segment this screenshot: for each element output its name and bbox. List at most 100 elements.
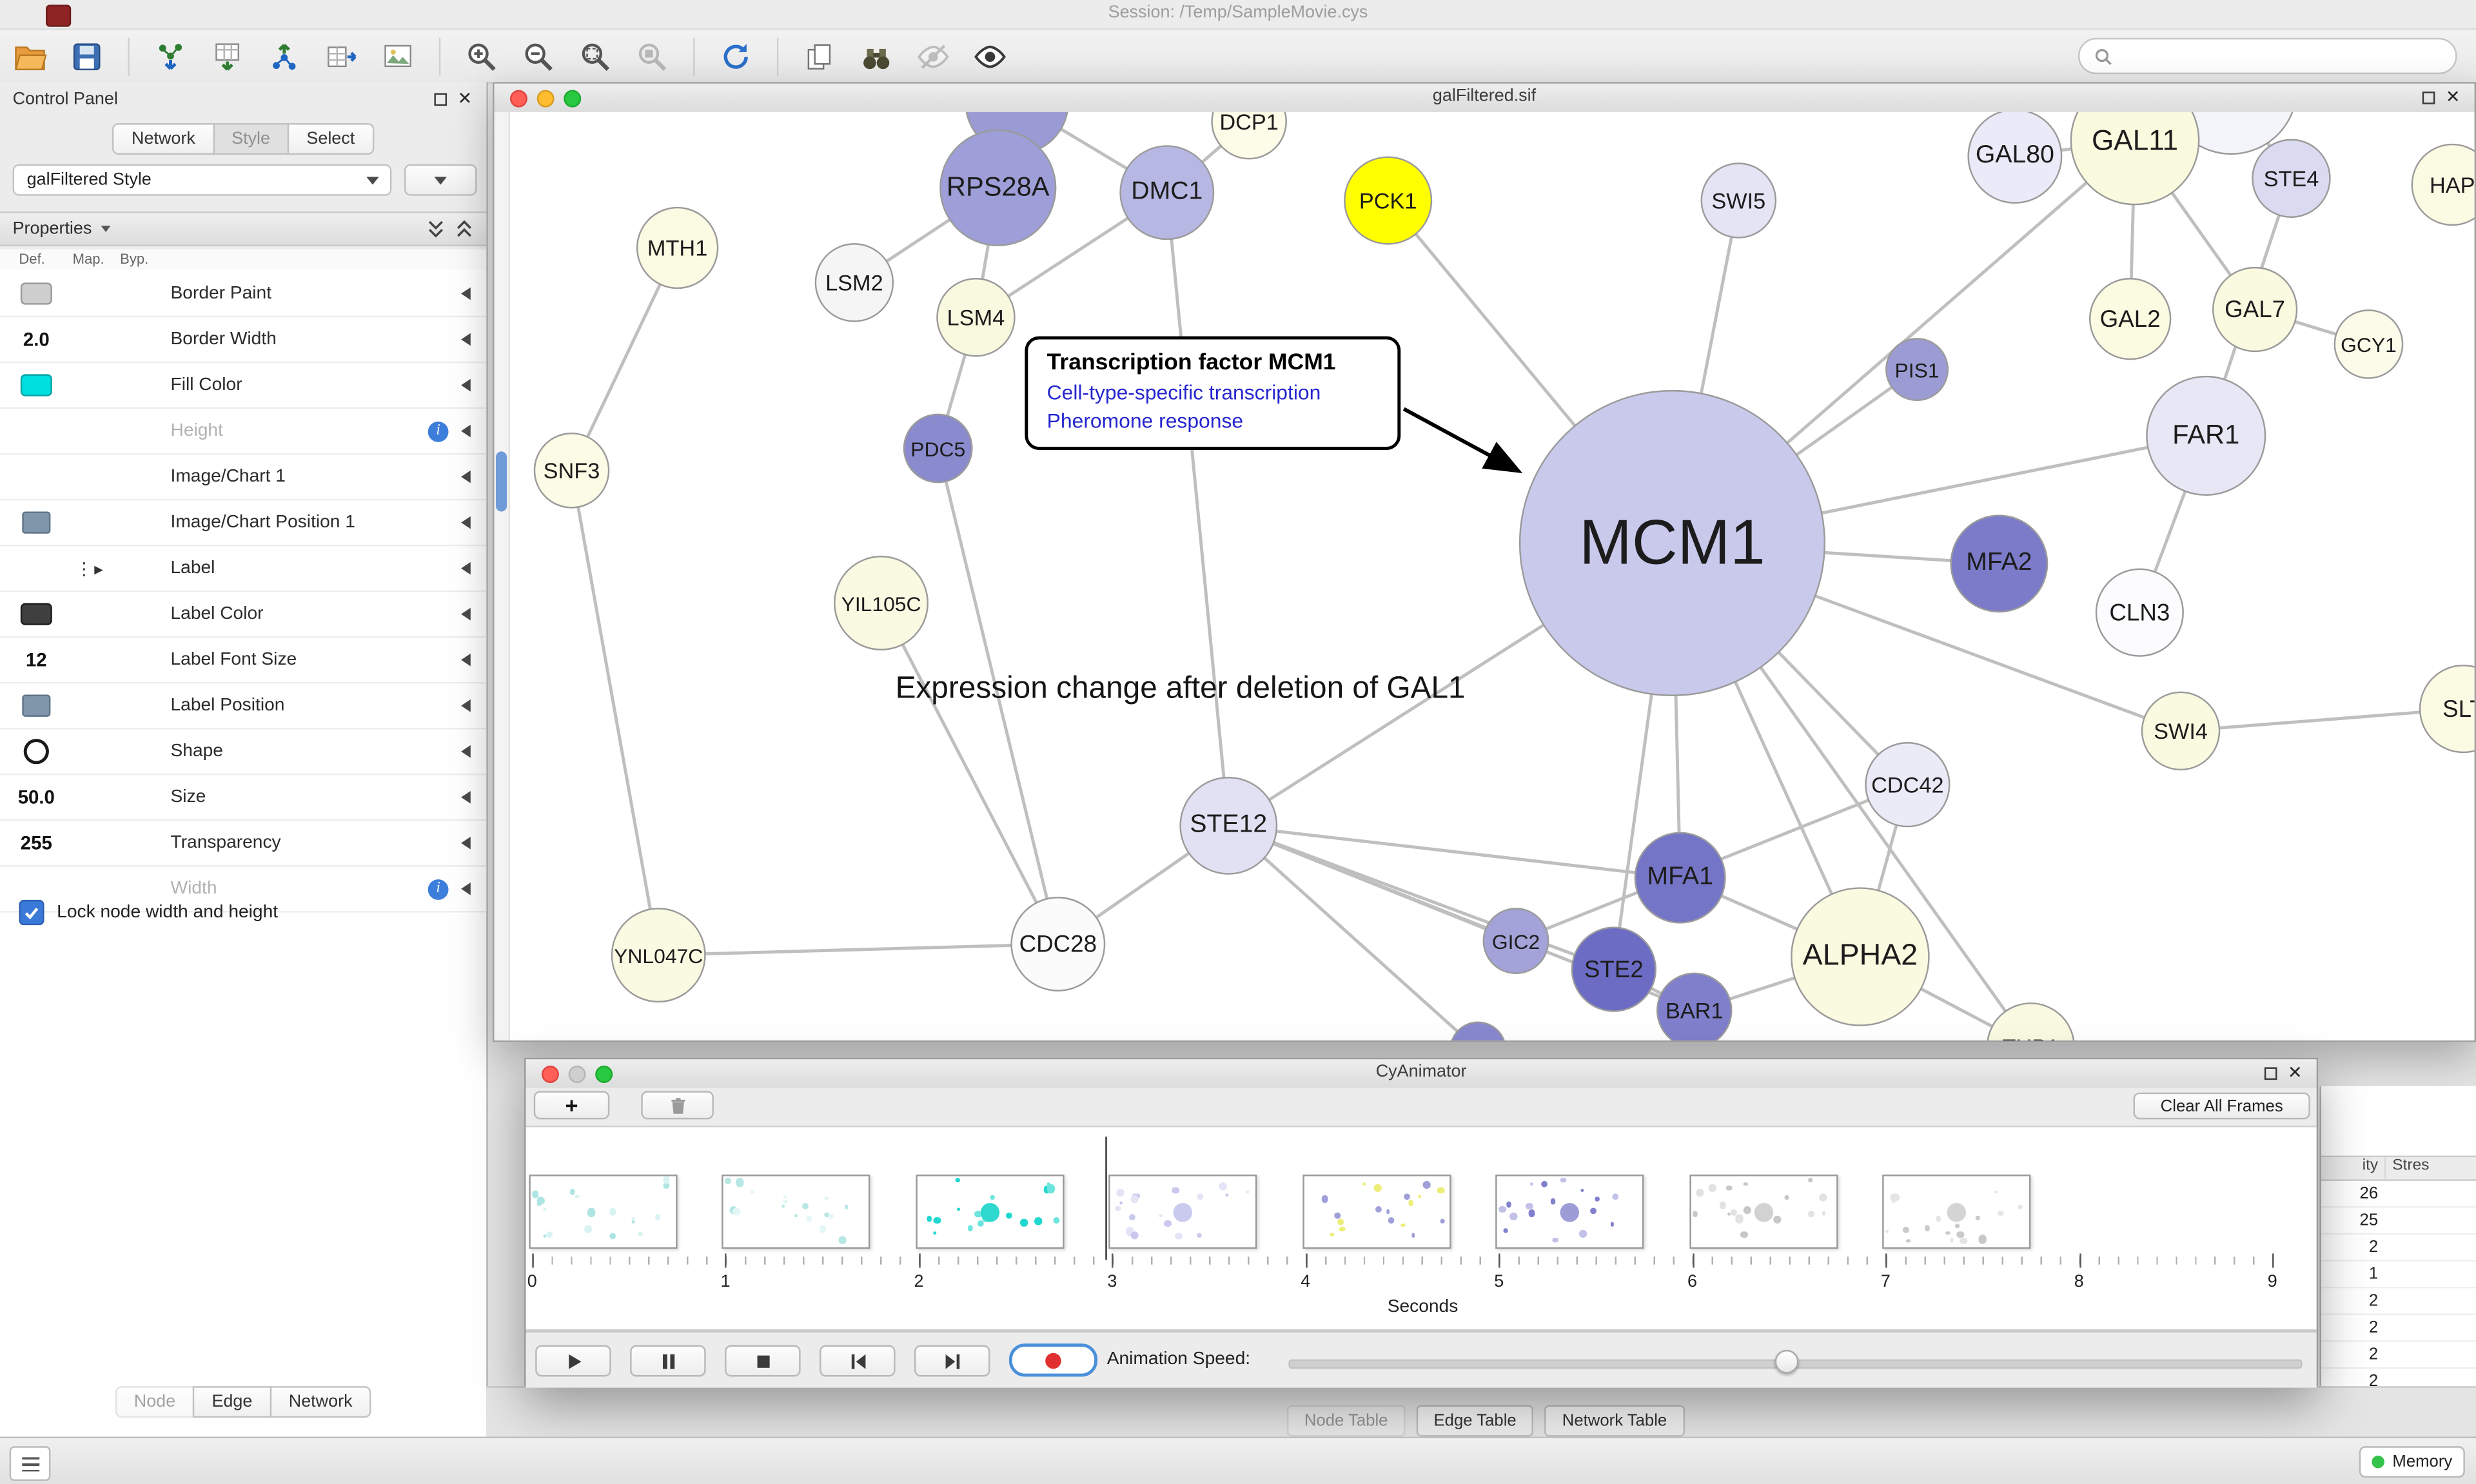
playhead[interactable]	[1105, 1137, 1107, 1260]
caption-annotation[interactable]: Expression change after deletion of GAL1	[895, 670, 1466, 706]
tab-edge-table[interactable]: Edge Table	[1416, 1405, 1534, 1437]
play-button[interactable]	[535, 1345, 611, 1377]
node-SWI5[interactable]: SWI5	[1700, 162, 1777, 239]
export-image-button[interactable]	[374, 34, 421, 79]
find-button[interactable]	[852, 34, 899, 79]
import-table-button[interactable]	[204, 34, 251, 79]
expand-arrow-icon[interactable]	[461, 790, 471, 804]
tab-style[interactable]: Style	[212, 123, 290, 155]
expand-arrow-icon[interactable]	[461, 561, 471, 575]
node-RPS28A[interactable]: RPS28A	[939, 129, 1057, 247]
default-value-cell[interactable]: 12	[6, 649, 66, 671]
apply-layout-button[interactable]	[712, 34, 759, 79]
node-CDC28[interactable]: CDC28	[1010, 897, 1106, 991]
info-icon[interactable]: i	[427, 420, 449, 442]
annotation-link[interactable]: Cell-type-specific transcription	[1046, 380, 1321, 404]
default-value-cell[interactable]: 50.0	[6, 786, 66, 808]
zoom-selected-button[interactable]	[629, 34, 676, 79]
add-frame-button[interactable]: +	[533, 1091, 610, 1120]
export-network-button[interactable]	[260, 34, 308, 79]
node-ALPHA2[interactable]: ALPHA2	[1791, 887, 1930, 1026]
frame-thumbnail-4[interactable]	[1302, 1175, 1451, 1249]
search-box[interactable]	[2078, 37, 2457, 75]
close-window-button[interactable]: ✕	[2445, 88, 2461, 108]
collapse-all-icon[interactable]	[455, 219, 473, 238]
float-window-button[interactable]	[2264, 1067, 2277, 1080]
expand-arrow-icon[interactable]	[461, 516, 471, 529]
float-window-button[interactable]	[2422, 92, 2435, 104]
zoom-out-button[interactable]	[515, 34, 562, 79]
canvas-scrollbar[interactable]	[494, 112, 511, 1040]
tab-node[interactable]: Node	[115, 1386, 195, 1418]
tab-edge[interactable]: Edge	[193, 1386, 271, 1418]
zoom-window-icon[interactable]	[595, 1064, 613, 1082]
default-value-cell[interactable]	[6, 282, 66, 305]
zoom-in-button[interactable]	[458, 34, 505, 79]
node-LSM4[interactable]: LSM4	[936, 278, 1016, 357]
results-row[interactable]: 2	[2321, 1342, 2476, 1369]
results-row[interactable]: 25	[2321, 1207, 2476, 1235]
node-YNL047C[interactable]: YNL047C	[611, 908, 706, 1003]
import-network-button[interactable]	[147, 34, 194, 79]
expand-all-icon[interactable]	[426, 219, 445, 238]
node-MTH1[interactable]: MTH1	[636, 206, 719, 289]
style-property-row[interactable]: Fill Color	[0, 363, 487, 409]
network-window-titlebar[interactable]: galFiltered.sif ✕	[494, 83, 2475, 114]
node-DMC1[interactable]: DMC1	[1119, 145, 1215, 240]
node-MFA2[interactable]: MFA2	[1950, 514, 2049, 613]
results-row[interactable]: 2	[2321, 1369, 2476, 1386]
node-FAR1[interactable]: FAR1	[2146, 375, 2266, 496]
tab-network[interactable]: Network	[270, 1386, 371, 1418]
expand-arrow-icon[interactable]	[461, 333, 471, 346]
open-session-button[interactable]	[6, 34, 54, 79]
results-row[interactable]: 2	[2321, 1288, 2476, 1316]
zoom-window-icon[interactable]	[564, 89, 582, 107]
close-window-icon[interactable]	[510, 89, 527, 107]
close-window-icon[interactable]	[542, 1064, 559, 1082]
minimize-window-icon[interactable]	[536, 89, 555, 107]
node-STE4[interactable]: STE4	[2252, 139, 2331, 218]
memory-button[interactable]: Memory	[2359, 1446, 2465, 1478]
results-row[interactable]: 2	[2321, 1235, 2476, 1262]
default-value-cell[interactable]	[6, 511, 66, 534]
frame-thumbnail-7[interactable]	[1882, 1175, 2031, 1249]
node-STE2[interactable]: STE2	[1571, 926, 1656, 1012]
float-panel-button[interactable]	[433, 93, 447, 106]
frame-thumbnail-3[interactable]	[1109, 1175, 1258, 1249]
default-value-cell[interactable]: 2.0	[6, 328, 66, 350]
expand-arrow-icon[interactable]	[461, 836, 471, 850]
expand-arrow-icon[interactable]	[461, 882, 471, 895]
style-property-row[interactable]: Shape	[0, 729, 487, 776]
speed-slider-thumb[interactable]	[1774, 1349, 1799, 1374]
frame-thumbnail-1[interactable]	[722, 1175, 871, 1249]
zoom-fit-button[interactable]	[572, 34, 619, 79]
results-row[interactable]: 1	[2321, 1262, 2476, 1289]
tab-node-table[interactable]: Node Table	[1286, 1405, 1406, 1437]
node-SNF3[interactable]: SNF3	[533, 433, 610, 509]
results-row[interactable]: 2	[2321, 1315, 2476, 1342]
node-LSM2[interactable]: LSM2	[814, 243, 894, 322]
next-frame-button[interactable]	[914, 1345, 990, 1377]
tab-network-table[interactable]: Network Table	[1544, 1405, 1685, 1437]
expand-arrow-icon[interactable]	[461, 378, 471, 392]
copy-view-button[interactable]	[796, 34, 843, 79]
delete-frame-button[interactable]	[641, 1091, 714, 1120]
show-all-button[interactable]	[967, 34, 1014, 79]
default-value-cell[interactable]	[6, 739, 66, 765]
cyanimator-titlebar[interactable]: CyAnimator ✕	[526, 1059, 2317, 1089]
node-CDC42[interactable]: CDC42	[1865, 742, 1950, 828]
style-property-row[interactable]: Border Paint	[0, 271, 487, 318]
frame-thumbnail-6[interactable]	[1689, 1175, 1838, 1249]
node-PIS1[interactable]: PIS1	[1885, 338, 1949, 402]
search-input[interactable]	[2122, 41, 2456, 70]
node-CLN3[interactable]: CLN3	[2095, 568, 2184, 657]
expand-arrow-icon[interactable]	[461, 470, 471, 483]
